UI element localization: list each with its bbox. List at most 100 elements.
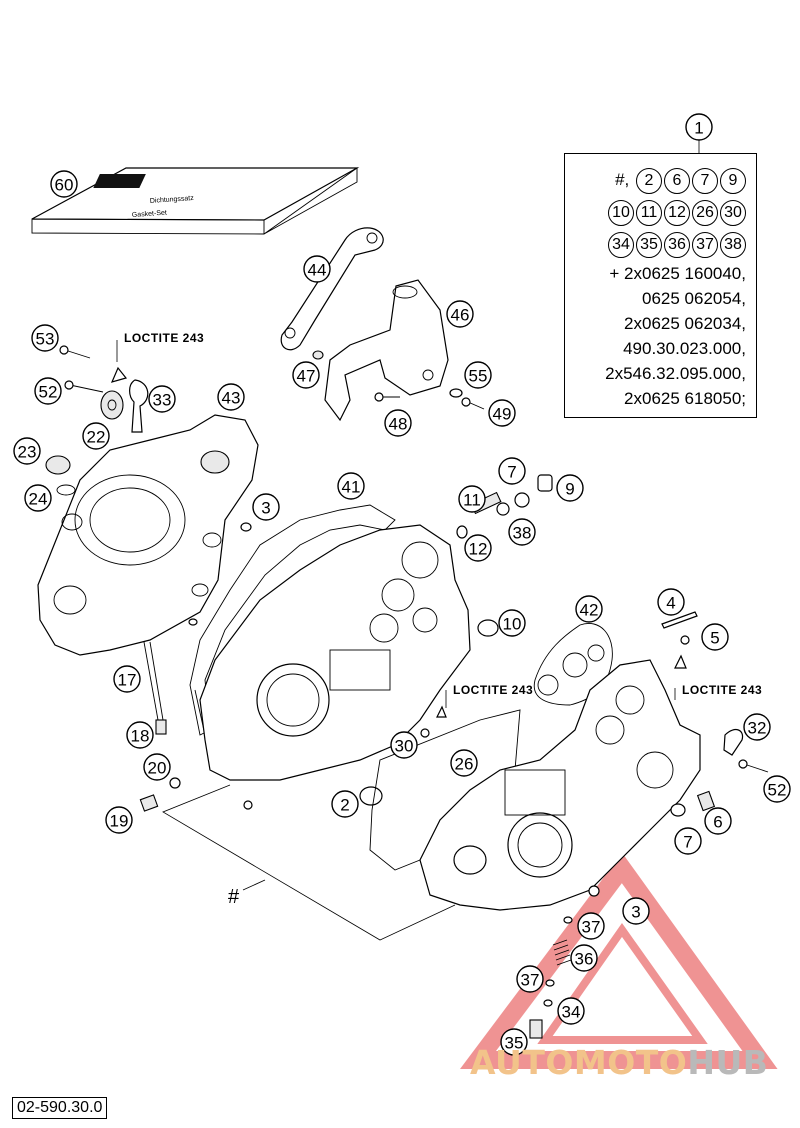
svg-text:36: 36: [575, 950, 594, 969]
kit-line: 2x546.32.095.000,: [605, 364, 746, 383]
callout-36: 36: [570, 944, 598, 972]
svg-text:3: 3: [261, 499, 270, 518]
callout-33: 33: [148, 385, 176, 413]
callout-43: 43: [217, 383, 245, 411]
kit-line: 2x0625 618050;: [624, 389, 746, 408]
kit-circle: 34: [608, 232, 634, 258]
svg-text:52: 52: [768, 781, 787, 800]
kit-circle: 38: [720, 232, 746, 258]
callout-7: 7: [498, 457, 526, 485]
svg-text:48: 48: [389, 415, 408, 434]
callout-9: 9: [556, 474, 584, 502]
kit-grouping-lines: [162, 784, 456, 941]
svg-text:53: 53: [36, 330, 55, 349]
kit-circle: 35: [636, 232, 662, 258]
watermark-text-a: AUTO: [470, 1043, 574, 1082]
callout-49: 49: [488, 399, 516, 427]
kit-circle: 6: [664, 168, 690, 194]
callout-37: 37: [577, 912, 605, 940]
small-parts-right: [529, 611, 769, 1039]
kit-circle: 30: [720, 200, 746, 226]
card-line2: Gasket-Set: [132, 210, 167, 219]
callout-48: 48: [384, 409, 412, 437]
svg-text:26: 26: [455, 755, 474, 774]
kit-circle: 36: [664, 232, 690, 258]
svg-text:23: 23: [18, 443, 37, 462]
callout-26: 26: [450, 749, 478, 777]
loctite-label-1: LOCTITE 243: [116, 331, 204, 362]
kit-circle: 11: [636, 200, 662, 226]
svg-text:32: 32: [748, 719, 767, 738]
svg-text:55: 55: [469, 367, 488, 386]
callout-47: 47: [292, 361, 320, 389]
callout-24: 24: [24, 484, 52, 512]
callout-35: 35: [500, 1028, 528, 1056]
svg-text:44: 44: [308, 261, 327, 280]
svg-text:7: 7: [507, 463, 516, 482]
callout-34: 34: [557, 997, 585, 1025]
svg-text:43: 43: [222, 389, 241, 408]
bracket-part: [280, 227, 384, 351]
callout-52: 52: [34, 377, 62, 405]
small-parts-left: [45, 345, 149, 496]
clutch-cover: [37, 414, 259, 656]
callout-32: 32: [743, 713, 771, 741]
callout-17: 17: [113, 665, 141, 693]
callout-6: 6: [704, 807, 732, 835]
svg-text:35: 35: [505, 1034, 524, 1053]
callout-44: 44: [303, 255, 331, 283]
svg-text:47: 47: [297, 367, 316, 386]
crankcase-left: [199, 524, 471, 810]
gasket-set-card: Dichtungssatz Gasket-Set: [31, 167, 360, 235]
callout-7: 7: [674, 827, 702, 855]
watermark-text-c: HUB: [687, 1043, 769, 1082]
svg-text:LOCTITE 243: LOCTITE 243: [682, 683, 762, 697]
diagram-part-number: 02-590.30.0: [12, 1097, 108, 1119]
svg-text:2: 2: [340, 796, 349, 815]
kit-circle: 37: [692, 232, 718, 258]
callout-18: 18: [126, 721, 154, 749]
callout-52: 52: [763, 775, 791, 803]
callout-38: 38: [508, 518, 536, 546]
kit-line: + 2x0625 160040,: [609, 264, 746, 283]
svg-text:33: 33: [153, 391, 172, 410]
svg-text:LOCTITE 243: LOCTITE 243: [124, 331, 204, 345]
gasket-42: [533, 623, 613, 706]
watermark-triangle: [460, 852, 778, 1069]
svg-text:1: 1: [694, 119, 703, 138]
kit-line: 0625 062054,: [642, 289, 746, 308]
svg-text:42: 42: [580, 601, 599, 620]
callout-19: 19: [105, 806, 133, 834]
svg-text:17: 17: [118, 671, 137, 690]
callout-3: 3: [622, 897, 650, 925]
callout-41: 41: [337, 472, 365, 500]
watermark-logo: AUTOMOTOHUB: [470, 1043, 768, 1082]
hash-label: #: [228, 886, 240, 908]
callout-55: 55: [464, 361, 492, 389]
callout-37: 37: [516, 965, 544, 993]
kit-hash: #,: [615, 170, 630, 189]
loctite-label-3: LOCTITE 243: [674, 683, 762, 700]
callout-23: 23: [13, 437, 41, 465]
svg-text:9: 9: [565, 480, 574, 499]
kit-line: 490.30.023.000,: [623, 339, 746, 358]
callout-5: 5: [701, 623, 729, 651]
callout-60: 60: [50, 170, 78, 198]
kit-circle: 2: [636, 168, 662, 194]
svg-text:22: 22: [87, 428, 106, 447]
svg-text:LOCTITE 243: LOCTITE 243: [453, 683, 533, 697]
svg-text:3: 3: [631, 903, 640, 922]
svg-text:60: 60: [55, 176, 74, 195]
callout-11: 11: [458, 485, 486, 513]
callout-10: 10: [498, 609, 526, 637]
callout-1: 1: [685, 113, 713, 141]
svg-text:30: 30: [395, 737, 414, 756]
svg-text:52: 52: [39, 383, 58, 402]
svg-text:19: 19: [110, 812, 129, 831]
svg-text:18: 18: [131, 727, 150, 746]
